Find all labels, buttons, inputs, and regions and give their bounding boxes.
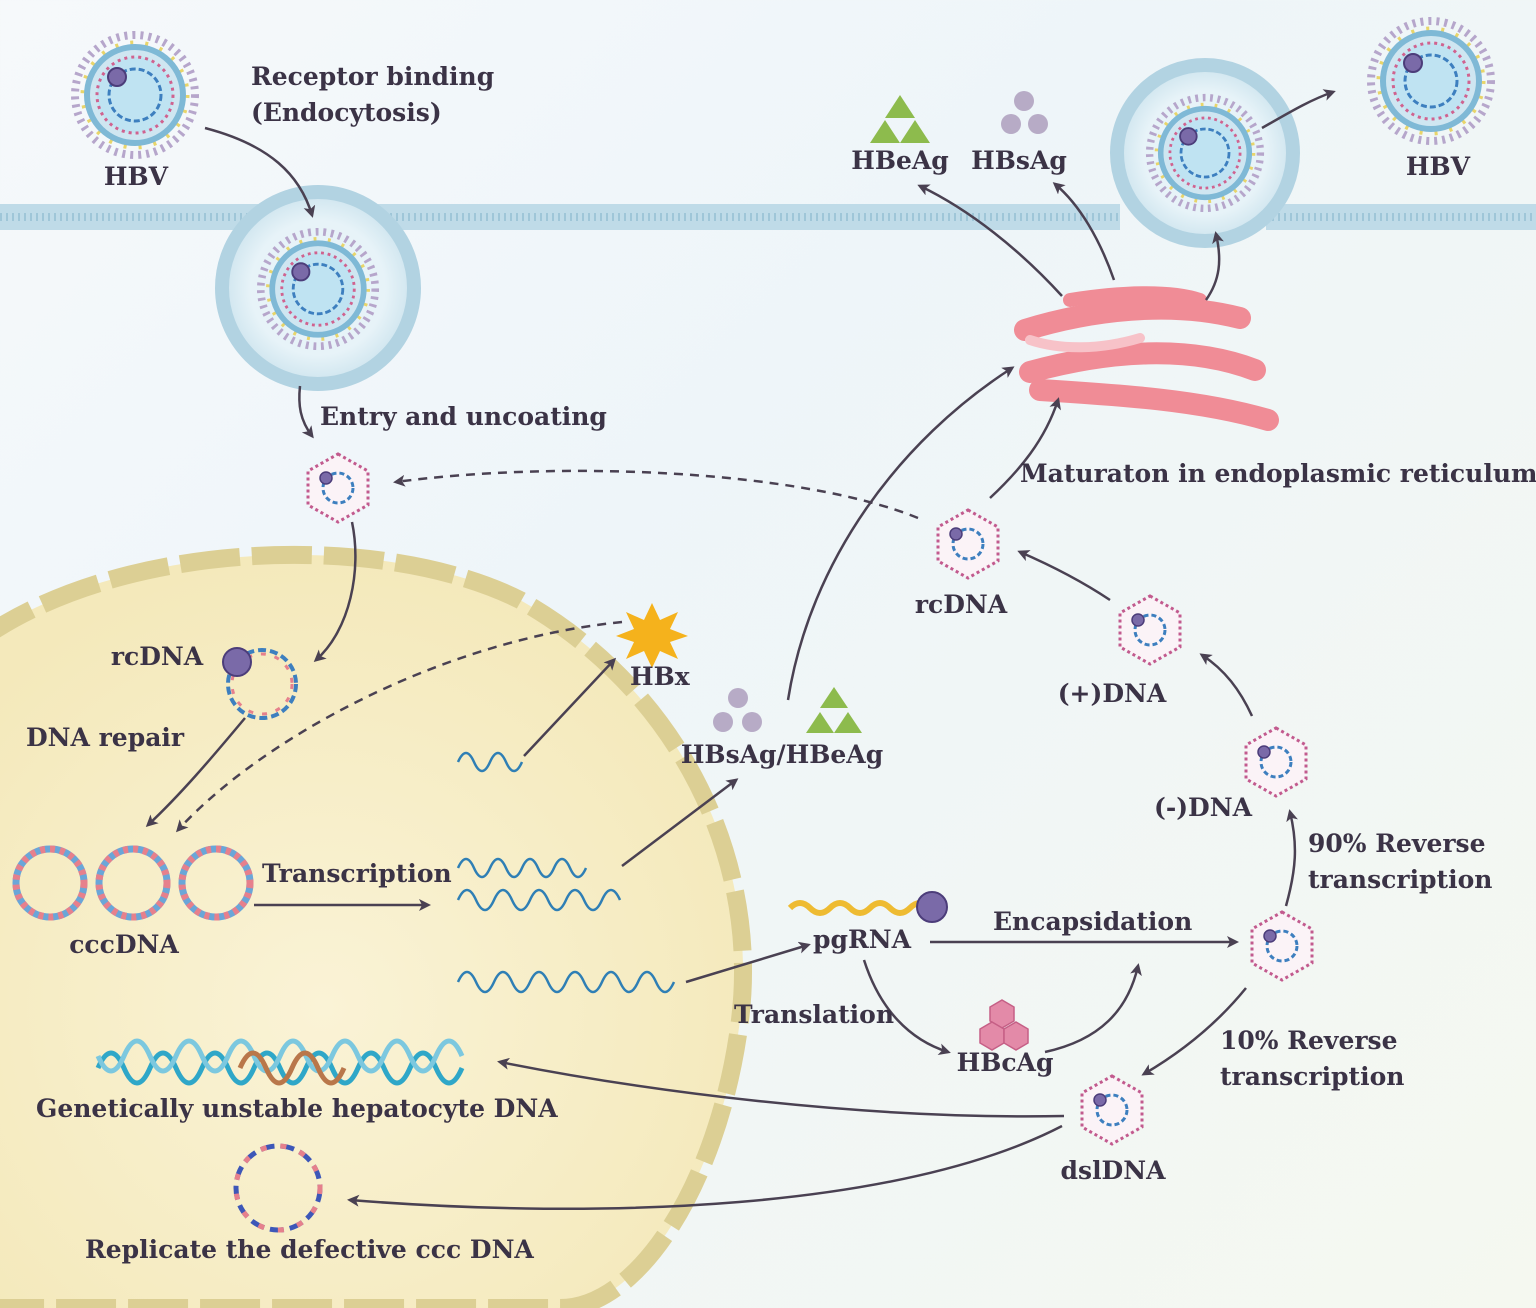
cell-membrane <box>0 204 1536 230</box>
label-rt10-line2: transcription <box>1220 1062 1405 1091</box>
label-hbx: HBx <box>630 662 690 691</box>
rcdna-nucleus-shape <box>222 647 298 720</box>
arrow-er-to-vesicle <box>1204 231 1224 301</box>
hbx-star-icon <box>616 603 688 668</box>
capsid-plus-dna <box>1118 594 1182 666</box>
exocytic-vesicle <box>1110 58 1300 248</box>
capsid-entry <box>306 452 370 524</box>
label-hbeag-top: HBeAg <box>851 146 949 175</box>
capsid-minus-dna <box>1244 726 1308 798</box>
hepatocyte-dna-helix <box>95 1038 465 1086</box>
cccdna-rings <box>12 845 254 921</box>
label-encapsidation: Encapsidation <box>993 907 1193 936</box>
label-hbsag-hbeag: HBsAg/HBeAg <box>680 740 884 769</box>
label-maturation-er: Maturaton in endoplasmic reticulum <box>1020 459 1536 488</box>
arrow-90-rt <box>1284 809 1298 907</box>
arrow-to-rcdna <box>1017 550 1111 602</box>
label-hbv-left: HBV <box>103 162 169 191</box>
hbsag-hbeag-shapes <box>713 687 862 733</box>
arrow-to-defective <box>347 1124 1063 1211</box>
mrna-transcripts <box>456 751 676 994</box>
label-hbcag: HBcAg <box>956 1048 1054 1077</box>
arrow-to-nucleus <box>313 521 357 662</box>
arrow-recycle-dashed <box>393 469 919 520</box>
hbcag-shapes <box>979 999 1029 1051</box>
arrow-translation <box>862 959 951 1056</box>
arrow-to-pgrna <box>685 941 811 984</box>
label-dsldna: dslDNA <box>1060 1156 1166 1185</box>
label-rcdna-cytoplasm: rcDNA <box>914 590 1008 619</box>
arrow-hbcag-to-capsid <box>1044 963 1142 1054</box>
endoplasmic-reticulum <box>1014 286 1279 431</box>
pgrna-strand <box>787 891 948 923</box>
hbeag-top-shape <box>870 95 930 143</box>
arrow-receptor-binding <box>204 126 316 218</box>
label-minus-dna: (-)DNA <box>1154 793 1252 822</box>
arrow-rcdna-to-er <box>989 397 1061 499</box>
hbsag-top-shape <box>1001 91 1048 134</box>
arrow-to-hbx <box>523 657 617 757</box>
label-receptor-binding: Receptor binding <box>251 62 495 91</box>
label-dna-repair: DNA repair <box>26 723 185 752</box>
label-translation: Translation <box>734 1000 894 1029</box>
arrow-dna-repair <box>145 717 246 828</box>
label-pgrna: pgRNA <box>813 925 911 954</box>
hbv-virion-right <box>1371 21 1491 141</box>
hbv-virion-left <box>75 35 195 155</box>
arrow-er-to-hbsag <box>1052 182 1116 281</box>
arrows <box>145 89 1336 1211</box>
arrow-er-to-hbeag <box>917 184 1063 297</box>
label-hbv-right: HBV <box>1405 152 1471 181</box>
nucleus <box>0 545 752 1308</box>
arrow-antigens-to-er <box>786 366 1015 701</box>
defective-cccdna <box>233 1143 323 1233</box>
label-cccdna: cccDNA <box>69 930 179 959</box>
endocytic-vesicle <box>215 185 421 391</box>
arrow-release-hbv <box>1261 89 1336 130</box>
capsid-pgrna <box>1250 910 1314 982</box>
label-entry-uncoating: Entry and uncoating <box>320 402 607 431</box>
label-unstable-dna: Genetically unstable hepatocyte DNA <box>36 1094 558 1123</box>
arrow-to-plus <box>1199 653 1254 717</box>
label-rt90-line2: transcription <box>1308 865 1493 894</box>
label-endocytosis: (Endocytosis) <box>251 98 442 127</box>
arrow-10-rt <box>1141 987 1247 1076</box>
arrow-to-unstable-dna <box>497 1057 1065 1118</box>
capsid-rcdna <box>936 508 1000 580</box>
capsid-dsldna <box>1080 1074 1144 1146</box>
label-transcription: Transcription <box>262 859 452 888</box>
label-hbsag-top: HBsAg <box>971 146 1067 175</box>
arrow-entry <box>298 385 314 439</box>
arrow-to-antigens <box>621 778 739 867</box>
arrow-hbx-dashed <box>175 620 623 833</box>
label-rt10-line1: 10% Reverse <box>1220 1026 1398 1055</box>
label-rt90-line1: 90% Reverse <box>1308 829 1486 858</box>
label-rcdna-nucleus: rcDNA <box>110 642 204 671</box>
label-plus-dna: (+)DNA <box>1057 679 1167 708</box>
label-defective-ccc: Replicate the defective ccc DNA <box>85 1235 534 1264</box>
